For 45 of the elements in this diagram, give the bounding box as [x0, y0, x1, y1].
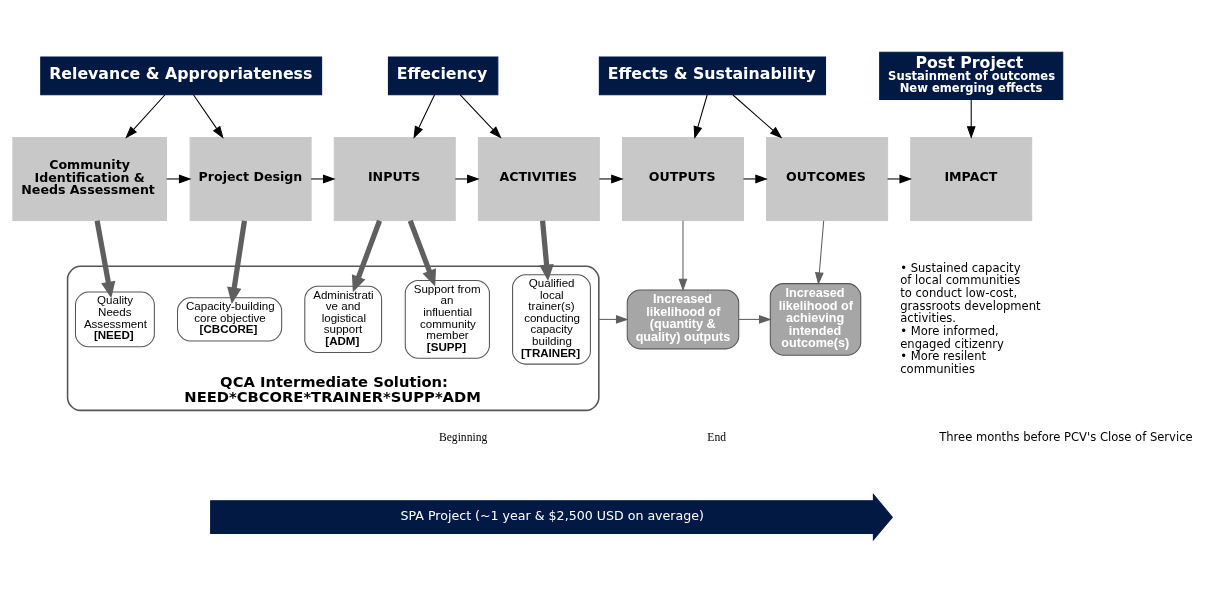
node-box: Administrative and logistical support [ADM]: [304, 285, 383, 354]
node-label: • Sustained capacity of local communities to conduct low-cost, grassroots development activities.: [900, 260, 1041, 326]
node-box: Support from an influential community member [SUPP]: [404, 279, 490, 359]
arrow: [166, 174, 192, 184]
arrow: [351, 219, 382, 293]
arrow: [693, 94, 708, 139]
node-box: Effects & Sustainability: [598, 56, 827, 96]
node-label: • More informed, engaged citizenry: [900, 323, 1004, 351]
arrow: [407, 219, 437, 287]
node-box: Increased likelihood of achieving intended outcome(s): [769, 283, 862, 356]
label: Beginning: [439, 430, 488, 444]
label: Three months before PCV's Close of Service: [939, 429, 1193, 444]
label: End: [707, 430, 726, 444]
arrow: [413, 94, 435, 139]
arrow: [193, 94, 224, 139]
node-box: INPUTS: [333, 136, 456, 222]
arrow: [539, 220, 554, 282]
node-box: OUTCOMES: [766, 136, 889, 222]
arrow: [598, 174, 624, 184]
arrow: [738, 314, 772, 324]
node-box: Project Design: [189, 136, 312, 222]
node-label: • More resilent communities: [900, 349, 987, 376]
node-box: Quality Needs Assessment [NEED]: [74, 291, 155, 348]
node-box: Post Project Sustainment of outcomes New emerging effects: [879, 51, 1064, 101]
arrow: [678, 220, 688, 292]
arrow: [125, 94, 166, 139]
arrow: [459, 94, 502, 139]
arrow: [742, 174, 768, 184]
arrow: [310, 174, 336, 184]
arrow: [887, 174, 913, 184]
node-box: Increased likelihood of (quantity & quality) outputs: [626, 289, 740, 350]
arrow: [94, 220, 116, 299]
arrow: [732, 94, 783, 139]
node-box: OUTPUTS: [621, 136, 744, 222]
node-box: IMPACT: [910, 136, 1033, 222]
arrow: [227, 220, 248, 304]
arrow: [814, 220, 825, 286]
node-box: Effeciency: [387, 56, 499, 96]
node-box: Capacity-building core objective [CBCORE]: [177, 297, 283, 342]
node-box: Qualified local trainer(s) conducting capacity building [TRAINER]: [512, 274, 591, 365]
node-box: ACTIVITIES: [477, 136, 600, 222]
arrow: [454, 174, 480, 184]
node-box: Relevance & Appropriateness: [40, 56, 323, 96]
node-box: Community Identification & Needs Assessment: [12, 136, 167, 222]
arrow: [966, 99, 976, 139]
